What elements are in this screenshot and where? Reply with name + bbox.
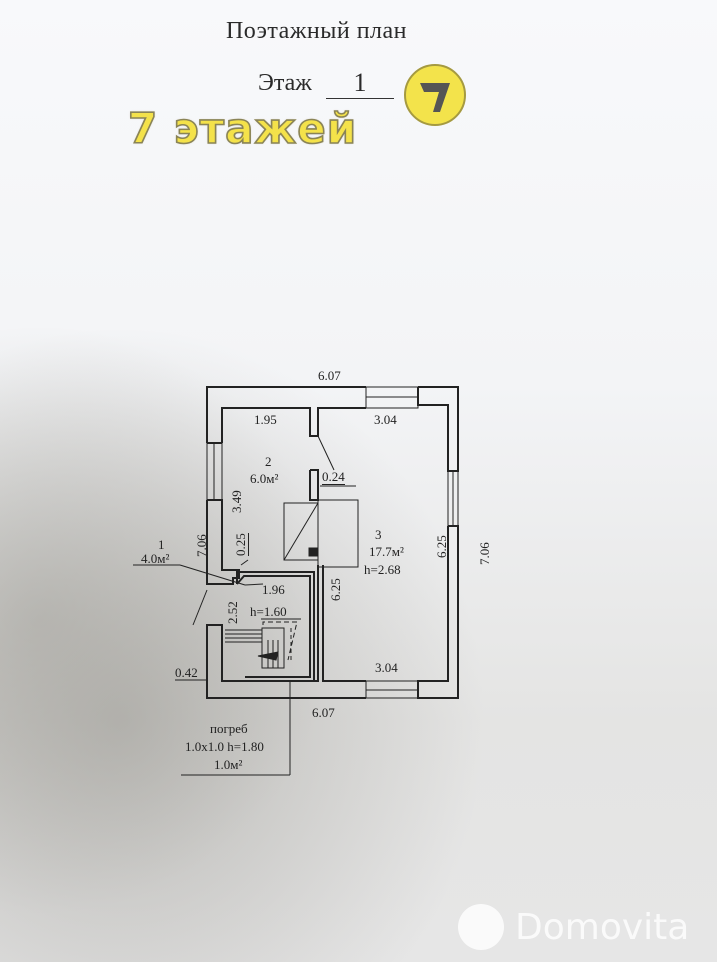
dim-overall-width-top: 6.07 — [318, 368, 341, 383]
cellar-label: погреб — [210, 721, 248, 736]
dim-room3-length-right: 6.25 — [434, 535, 449, 558]
page-title: Поэтажный план — [225, 18, 408, 44]
room3-number: 3 — [375, 527, 382, 542]
room3-height: h=2.68 — [364, 562, 401, 577]
room3-area: 17.7м² — [369, 544, 404, 559]
room1-area: 4.0м² — [141, 551, 170, 566]
dim-overall-height-left: 7.06 — [194, 534, 209, 557]
dim-room3-length-left: 6.25 — [328, 578, 343, 601]
cellar-area: 1.0м² — [214, 757, 243, 772]
room2-area: 6.0м² — [250, 471, 279, 486]
floor-label: Этаж — [258, 70, 312, 96]
dim-overall-width-bottom: 6.07 — [312, 705, 335, 720]
room1-number: 1 — [158, 537, 165, 552]
dim-room3-width-top: 3.04 — [374, 412, 397, 427]
dim-partition: 0.24 — [322, 469, 345, 485]
promo-floors-text: 7 этажей — [127, 103, 358, 154]
floor-number: 1 — [326, 68, 394, 99]
dim-left-offset: 0.42 — [175, 665, 198, 680]
dim-hall-width: 1.96 — [262, 582, 285, 597]
dim-room2-length: 3.49 — [229, 490, 244, 513]
dim-room3-width-bottom: 3.04 — [375, 660, 398, 675]
seven-logo-icon — [404, 64, 466, 126]
dim-stair-height: h=1.60 — [250, 604, 287, 619]
room2-number: 2 — [265, 454, 272, 469]
watermark-logo-icon — [458, 904, 504, 950]
dim-hall-length: 2.52 — [225, 601, 240, 624]
cellar-size: 1.0x1.0 h=1.80 — [185, 739, 264, 754]
dim-overall-height-right: 7.06 — [477, 542, 492, 565]
dim-room2-width: 1.95 — [254, 412, 277, 427]
dim-wall-small: 0.25 — [233, 533, 249, 556]
watermark-text: Domovita — [515, 907, 690, 948]
